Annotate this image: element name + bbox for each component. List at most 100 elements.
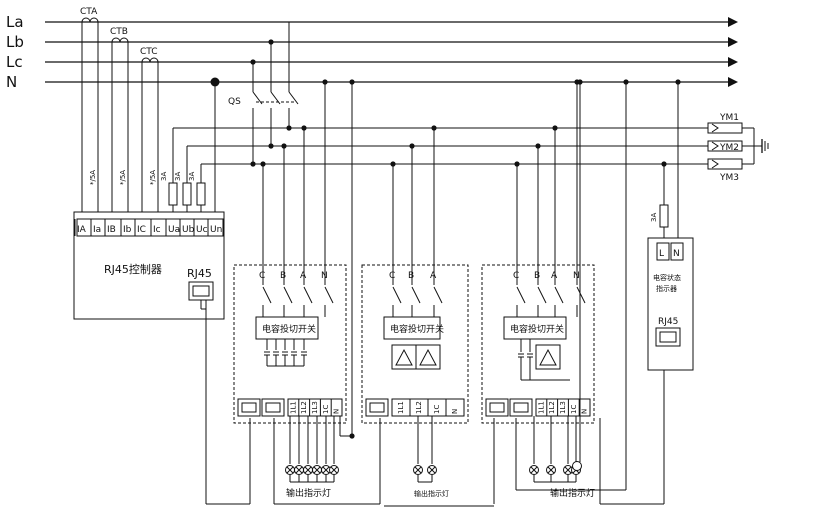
switch-contact (283, 286, 293, 304)
n-bus-dot (577, 79, 583, 85)
capacitor-switch-box (383, 316, 441, 340)
lamp-cross (304, 466, 312, 474)
module-terminal-label: 1L1 (397, 401, 405, 414)
switch-contact (392, 286, 402, 304)
output-lamp-label: 输出指示灯 (550, 487, 595, 499)
phase-label-a: A (430, 271, 437, 281)
delta-capacitor-icon (539, 348, 557, 366)
phase-label-c: C (259, 271, 265, 281)
bus-arrow-n (728, 77, 738, 87)
feed-junction-dot (552, 125, 558, 131)
module-terminal-strip (287, 398, 343, 417)
controller-rj45-label: RJ45 (187, 267, 212, 280)
feed-junction-dot (514, 161, 520, 167)
controller-terminal-ua: Ua (168, 225, 180, 235)
switch-contact (433, 286, 443, 304)
module-terminal-label: N (333, 409, 341, 414)
feed-junction-dot (281, 143, 287, 149)
indicator-rj45-label: RJ45 (658, 317, 678, 327)
bus-arrow-lc (728, 57, 738, 67)
controller-terminal-uc: Uc (196, 225, 208, 235)
module-terminal-label: 1L2 (415, 401, 423, 414)
switch-contact (554, 286, 564, 304)
ct-ratio-a: */5A (89, 170, 97, 185)
controller-title: RJ45控制器 (104, 262, 162, 276)
ym3-label: YM3 (719, 173, 739, 183)
lamp-cross (564, 466, 572, 474)
module-terminal-label: N (581, 409, 589, 414)
switch-contact (324, 286, 334, 304)
bus-arrow-lb (728, 37, 738, 47)
phase-label-b: B (534, 271, 540, 281)
ym1-label: YM1 (719, 113, 739, 123)
module-rj45-port (237, 398, 261, 417)
voltage-sense: 3A 3A 3A (160, 77, 708, 212)
indicator-title-line1: 电容状态 (653, 273, 681, 282)
ct-coil-b (111, 37, 129, 43)
bus-label-lb: Lb (6, 33, 24, 51)
fuse-ub (182, 182, 192, 206)
indicator-terminal-l-label: L (659, 249, 664, 259)
phase-label-b: B (408, 271, 414, 281)
bottom-wiring (206, 79, 665, 507)
lamp-cross (530, 466, 538, 474)
fuse-uc (196, 182, 206, 206)
fuse-rating-ub: 3A (174, 172, 182, 181)
module-rj45-port (485, 398, 509, 417)
module-terminal-label: 1C (570, 405, 578, 414)
lamp-cross (286, 466, 294, 474)
ym-lamps: YM1 YM2 YM3 (707, 113, 769, 183)
phase-label-a: A (551, 271, 558, 281)
bus-lines: La Lb Lc N (6, 13, 738, 91)
neutral-junction-dot (210, 77, 220, 87)
controller-terminal-ic: IC (137, 225, 146, 235)
feed-junction-dot (535, 143, 541, 149)
capacitor-bank (415, 344, 441, 370)
capacitor-switch-label: 电容投切开关 (262, 323, 316, 335)
controller-terminal-strip (76, 218, 224, 237)
switch-contact (516, 286, 526, 304)
module-terminal-strip (535, 398, 591, 417)
feed-junction-dot (322, 79, 328, 85)
rj45-socket (369, 402, 385, 413)
module-rj45-port (261, 398, 285, 417)
lamp-cross (414, 466, 422, 474)
switch-contact (411, 286, 421, 304)
ct-ratio-c: */5A (149, 170, 157, 185)
n-bus-dot (349, 79, 355, 85)
ct-label-a: CTA (80, 7, 98, 17)
ct-label-c: CTC (140, 47, 158, 57)
lamp-cross (330, 466, 338, 474)
feed-junction-dot (301, 125, 307, 131)
lamp-cross (322, 466, 330, 474)
phase-label-b: B (280, 271, 286, 281)
capacitor-switch-label: 电容投切开关 (510, 323, 564, 335)
capacitor-status-indicator: 3A L N 电容状态 指示器 RJ45 (647, 79, 694, 371)
bus-label-la: La (6, 13, 24, 31)
rj45-socket (513, 402, 529, 413)
switch-contact (537, 286, 547, 304)
module-terminal-label: 1L2 (548, 401, 556, 414)
current-transformers: CTA CTB CTC */5A */5A */5A (80, 7, 159, 212)
lamp-cross (313, 466, 321, 474)
ct-coil-c (141, 57, 159, 63)
ct-label-b: CTB (110, 27, 128, 37)
controller-terminal-ia: Ia (93, 225, 101, 235)
phase-label-a: A (300, 271, 307, 281)
switch-contact (262, 286, 272, 304)
controller-terminal-ib: Ib (123, 225, 132, 235)
controller-terminal-ic: Ic (153, 225, 161, 235)
module-rj45-port (365, 398, 389, 417)
phase-label-c: C (513, 271, 519, 281)
output-lamp-icon (572, 461, 582, 471)
delta-capacitor-icon (419, 348, 437, 366)
ct-coil-a (81, 17, 99, 23)
module-terminal-label: 1C (433, 405, 441, 414)
module-terminal-label: 1L3 (559, 401, 567, 414)
